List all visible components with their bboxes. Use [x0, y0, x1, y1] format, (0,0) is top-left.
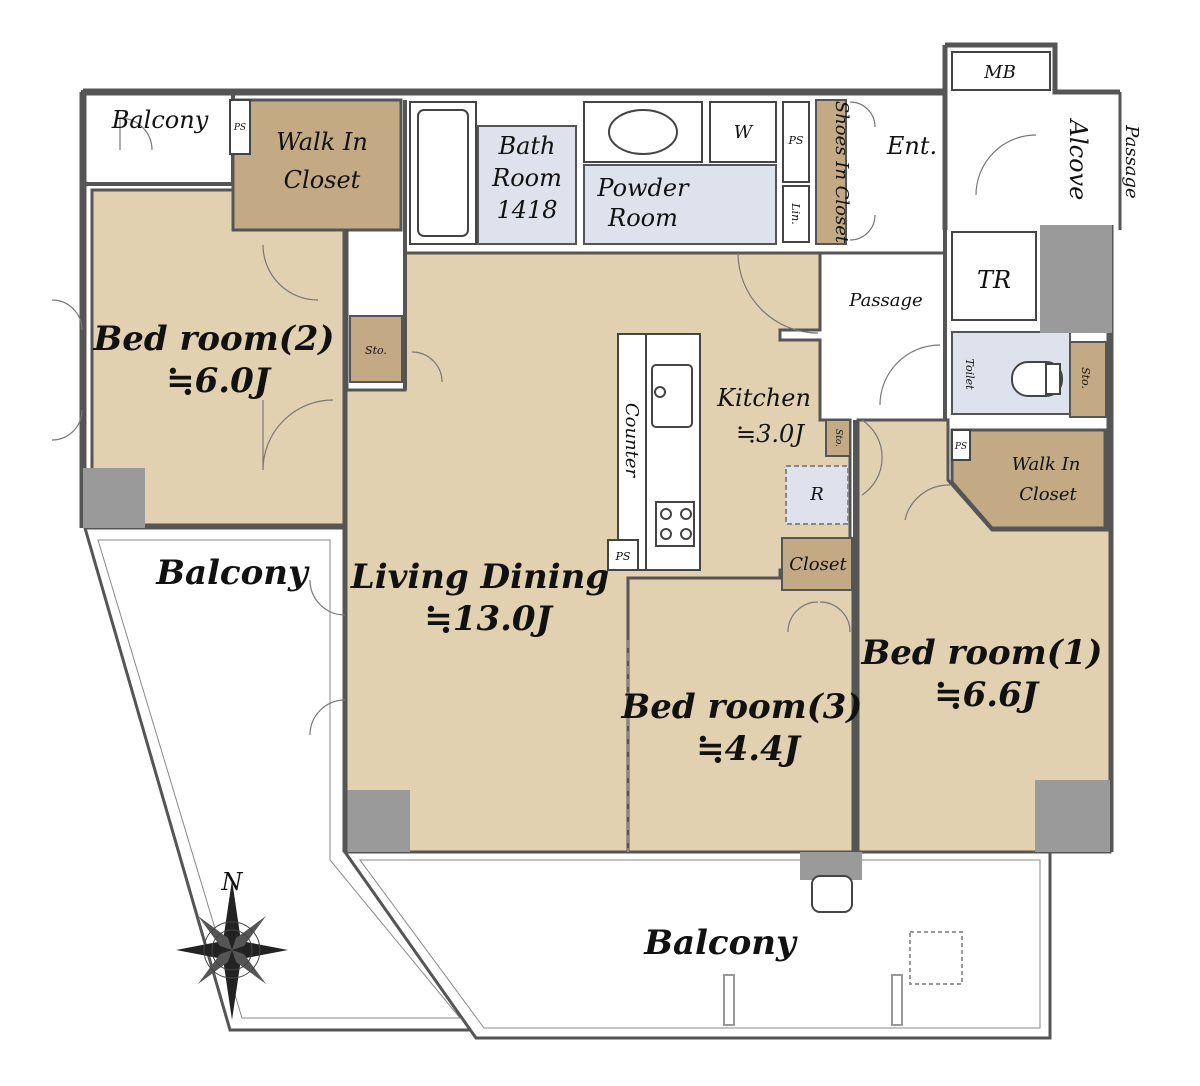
bath-line1: Bath [497, 132, 555, 160]
labels: N Living Dining ≒13.0J Kitchen ≒3.0J Bed… [92, 62, 1142, 963]
powder-room [583, 164, 777, 245]
storage-living [349, 315, 403, 383]
living-dining-name: Living Dining [350, 557, 609, 597]
counter-label: Counter [621, 403, 642, 479]
r-label: R [809, 484, 824, 505]
powder-line2: Room [607, 204, 678, 232]
mb-label: MB [983, 62, 1016, 83]
w-label: W [734, 122, 754, 143]
ps-top-left-label: PS [233, 123, 246, 133]
ps-right-label: PS [954, 442, 967, 452]
storage-kitchen [825, 419, 851, 457]
ps-top-mid-label: PS [788, 134, 804, 147]
living-dining-size: ≒13.0J [424, 599, 553, 639]
toilet-label: Toilet [963, 358, 976, 390]
lin-label: Lin. [789, 202, 802, 224]
bed2-size: ≒6.0J [166, 361, 272, 401]
wic-right-line1: Walk In [1012, 454, 1081, 475]
shoes-in-closet [815, 99, 847, 245]
ps-kitchen-label: PS [615, 550, 631, 563]
bath-line2: Room [491, 164, 562, 192]
shoes-closet-label: Shoes In Closet [831, 101, 852, 244]
wic-right-line2: Closet [1019, 484, 1077, 505]
walk-in-closet-top [231, 98, 403, 232]
sto-toilet-label: Sto. [1079, 367, 1092, 389]
bed3-name: Bed room(3) [620, 687, 862, 727]
walk-in-closet-right [950, 428, 1107, 530]
refrigerator [785, 465, 849, 525]
fixtures [229, 51, 1122, 1026]
kitchen-name: Kitchen [716, 384, 811, 412]
bed2-name: Bed room(2) [92, 319, 334, 359]
kitchen-size: ≒3.0J [736, 420, 805, 448]
door-swings [51, 101, 1037, 736]
pillars [83, 225, 1112, 880]
passage-inner-label: Passage [848, 290, 922, 311]
wic-top-line1: Walk In [276, 128, 368, 156]
alcove-label: Alcove [1064, 118, 1092, 201]
balcony-top-label: Balcony [111, 106, 209, 134]
bath-line3: 1418 [496, 196, 557, 224]
bath-room [477, 125, 577, 245]
passage-outer-label: Passage [1121, 124, 1142, 198]
sto-living-label: Sto. [365, 344, 387, 357]
bed-room-3 [626, 576, 855, 854]
wic-top-line2: Closet [284, 166, 361, 194]
balcony-left-label: Balcony [155, 553, 310, 593]
tr-label: TR [977, 266, 1011, 294]
balcony-bottom-label: Balcony [643, 923, 798, 963]
powder-line1: Powder [596, 174, 690, 202]
bed-room-1 [856, 418, 1112, 854]
entrance-label: Ent. [886, 132, 937, 160]
sto-kitchen-label: Sto. [833, 429, 843, 447]
bed1-name: Bed room(1) [860, 633, 1102, 673]
compass-rose-icon [176, 880, 288, 1020]
closet-label: Closet [789, 554, 847, 575]
storage-toilet [1069, 341, 1107, 418]
bed1-size: ≒6.6J [934, 675, 1040, 715]
bed3-size: ≒4.4J [696, 729, 802, 769]
closet [781, 537, 853, 591]
compass-north-label: N [221, 868, 244, 896]
